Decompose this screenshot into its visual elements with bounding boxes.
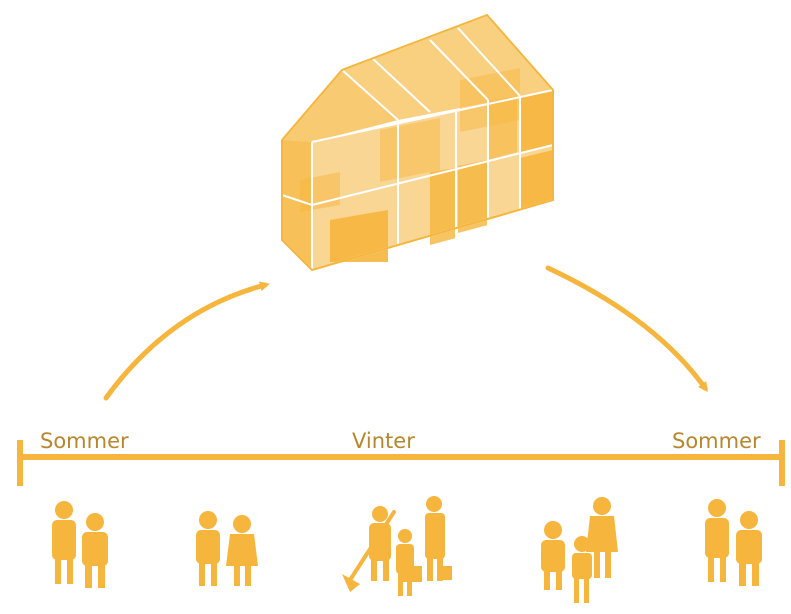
people-group-summer-family	[541, 497, 618, 603]
arrow-down-from-house	[545, 265, 708, 393]
greenhouse-house-illustration	[281, 13, 554, 272]
people-group-summer-tourists	[52, 501, 108, 588]
season-timeline: Sommer Vinter Sommer	[17, 429, 785, 486]
timeline-left-cap	[17, 440, 23, 486]
timeline-right-cap	[779, 440, 785, 486]
label-summer-start: Sommer	[40, 429, 129, 453]
arrow-up-to-house	[103, 281, 270, 401]
people-group-summer-couple	[196, 511, 258, 586]
label-summer-end: Sommer	[672, 429, 761, 453]
people-group-summer-tourists-end	[705, 499, 762, 586]
label-winter: Vinter	[352, 429, 415, 453]
timeline-bar	[20, 454, 785, 460]
people-group-winter-workers	[342, 496, 452, 596]
